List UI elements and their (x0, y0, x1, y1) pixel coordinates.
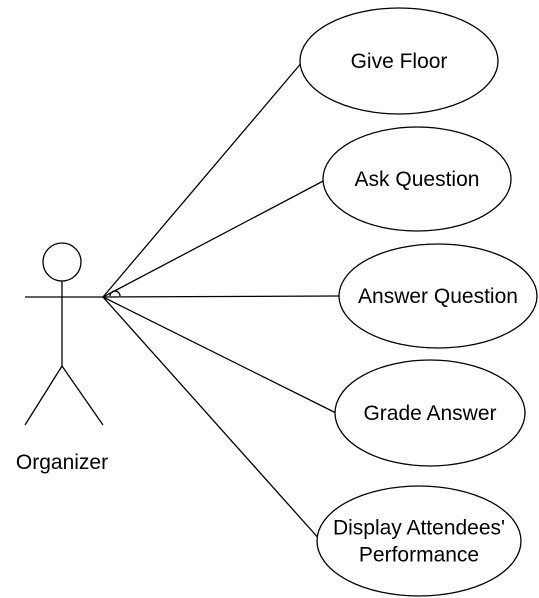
actor-right-leg (61, 365, 104, 426)
actor-head (42, 242, 82, 282)
association-line (102, 296, 322, 542)
association-hub (109, 290, 121, 297)
use-case-label: Performance (359, 544, 479, 567)
use-case-ellipse (338, 243, 538, 349)
use-case: Grade Answer (334, 359, 526, 467)
use-case: Answer Question (338, 243, 538, 349)
use-case-label: Ask Question (355, 168, 480, 191)
actor-name: Organizer (16, 451, 108, 474)
use-case-ellipse (334, 359, 526, 467)
use-case: Ask Question (322, 126, 512, 232)
use-case-label: Grade Answer (363, 402, 496, 425)
use-case: Display Attendees' Performance (316, 485, 522, 597)
association-line (102, 60, 304, 298)
actor-left-leg (24, 365, 63, 426)
use-case-label: Display Attendees' (333, 517, 505, 540)
use-case-label: Give Floor (351, 50, 448, 73)
association-lines (102, 60, 340, 542)
actor-figure (24, 242, 104, 426)
use-case-ellipse (316, 485, 522, 597)
use-case: Give Floor (299, 7, 499, 115)
association-line (102, 178, 328, 298)
use-case-label: Answer Question (358, 285, 518, 308)
use-case-ellipse (299, 7, 499, 115)
association-line (102, 295, 340, 298)
association-line (102, 296, 337, 414)
use-case-ellipse (322, 126, 512, 232)
